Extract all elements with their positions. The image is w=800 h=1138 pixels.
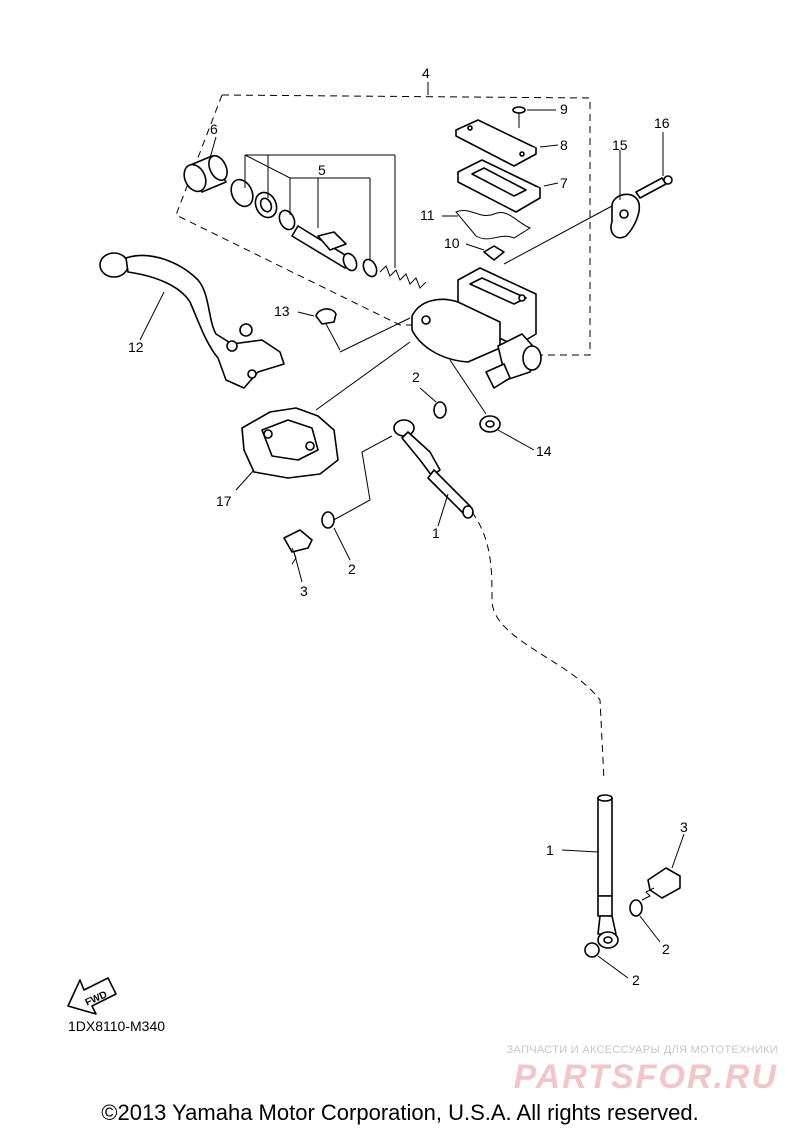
part-6-dust-boot bbox=[183, 136, 228, 193]
part-9-screw bbox=[512, 106, 556, 128]
part-2-washer-upper bbox=[419, 387, 447, 419]
part-11-diaphragm bbox=[442, 210, 532, 240]
part-17-lever-holder bbox=[235, 407, 339, 491]
assembly-4-boundary bbox=[175, 94, 591, 356]
callout-11: 11 bbox=[420, 207, 435, 223]
callout-5: 5 bbox=[318, 162, 326, 178]
callout-4: 4 bbox=[422, 65, 430, 81]
callout-9: 9 bbox=[560, 101, 568, 117]
part-2-washer-lower-b bbox=[584, 942, 629, 979]
part-7-diaphragm-plate bbox=[457, 159, 559, 213]
watermark-tagline: ЗАПЧАСТИ И АКСЕССУАРЫ ДЛЯ МОТОТЕХНИКИ bbox=[506, 1044, 778, 1056]
callout-7: 7 bbox=[560, 175, 568, 191]
callout-1-lower: 1 bbox=[546, 842, 554, 858]
part-15-handlebar-clamp bbox=[610, 150, 641, 239]
part-8-reservoir-cap bbox=[455, 119, 559, 167]
callout-15: 15 bbox=[612, 137, 628, 153]
part-2-washer-lower-a bbox=[629, 899, 661, 943]
part-1-clutch-hose-lower bbox=[561, 794, 619, 949]
part-3-union-bolt-mid bbox=[283, 529, 313, 583]
callout-2-lower-a: 2 bbox=[662, 941, 670, 957]
callout-12: 12 bbox=[128, 339, 144, 355]
callout-8: 8 bbox=[560, 137, 568, 153]
callout-3-lower: 3 bbox=[680, 819, 688, 835]
part-5-piston-kit bbox=[230, 154, 427, 289]
copyright-notice: ©2013 Yamaha Motor Corporation, U.S.A. A… bbox=[101, 1100, 699, 1125]
callout-2-lower-b: 2 bbox=[632, 972, 640, 988]
part-13-pivot-bolt bbox=[297, 308, 411, 353]
part-10-float bbox=[465, 243, 505, 261]
watermark-logo: PARTSFOR.RU bbox=[513, 1058, 778, 1096]
callout-2-upper: 2 bbox=[412, 369, 420, 385]
fwd-arrow-icon: FWD bbox=[67, 977, 117, 1015]
callout-6: 6 bbox=[210, 121, 218, 137]
part-3-union-bolt-lower bbox=[641, 833, 685, 901]
callout-14: 14 bbox=[536, 443, 552, 459]
part-2-washer-mid bbox=[321, 511, 351, 561]
callout-1-upper: 1 bbox=[432, 525, 440, 541]
callout-10: 10 bbox=[444, 235, 460, 251]
callout-3-mid: 3 bbox=[300, 583, 308, 599]
part-14-cap bbox=[449, 359, 535, 451]
part-12-clutch-lever bbox=[99, 252, 285, 389]
callout-2-mid: 2 bbox=[348, 561, 356, 577]
drawing-code: 1DX8110-M340 bbox=[68, 1018, 166, 1034]
part-16-clamp-bolt bbox=[635, 132, 673, 199]
master-cylinder-body bbox=[315, 267, 542, 411]
callout-13: 13 bbox=[274, 303, 290, 319]
callout-17: 17 bbox=[216, 493, 232, 509]
callout-16: 16 bbox=[654, 115, 670, 131]
part-1-clutch-hose-upper bbox=[329, 419, 605, 781]
